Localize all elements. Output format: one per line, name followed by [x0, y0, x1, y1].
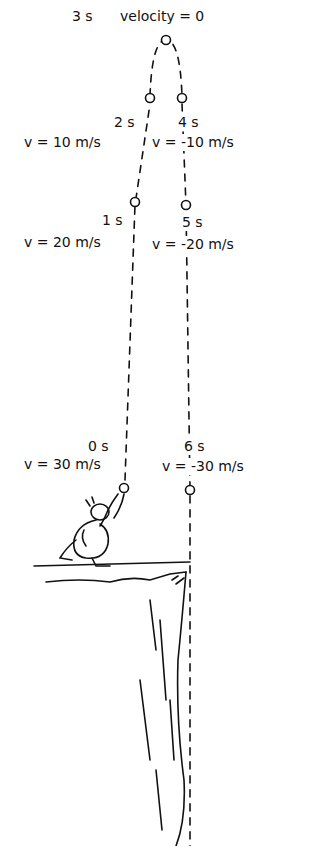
time-label: 1 s [100, 212, 125, 229]
time-label: 6 s [182, 438, 207, 455]
time-label: 3 s [70, 8, 95, 25]
ball [186, 486, 195, 495]
time-label: 4 s [176, 114, 201, 131]
time-label: 2 s [112, 114, 137, 131]
ball [131, 198, 140, 207]
time-label: 0 s [86, 438, 111, 455]
ball [162, 36, 171, 45]
time-label: 5 s [180, 214, 205, 231]
ball [146, 94, 155, 103]
velocity-label: velocity = 0 [118, 8, 206, 25]
cliff [34, 562, 190, 846]
ball [182, 201, 191, 210]
velocity-label: v = -10 m/s [150, 134, 236, 151]
up-path [125, 104, 150, 480]
ball [120, 484, 129, 493]
ball [178, 94, 187, 103]
velocity-label: v = -20 m/s [150, 236, 236, 253]
top-arc [150, 40, 182, 96]
velocity-label: v = 10 m/s [22, 134, 103, 151]
velocity-label: v = -30 m/s [160, 458, 246, 475]
velocity-label: v = 30 m/s [22, 456, 103, 473]
thrower-figure [60, 494, 124, 566]
velocity-label: v = 20 m/s [22, 234, 103, 251]
